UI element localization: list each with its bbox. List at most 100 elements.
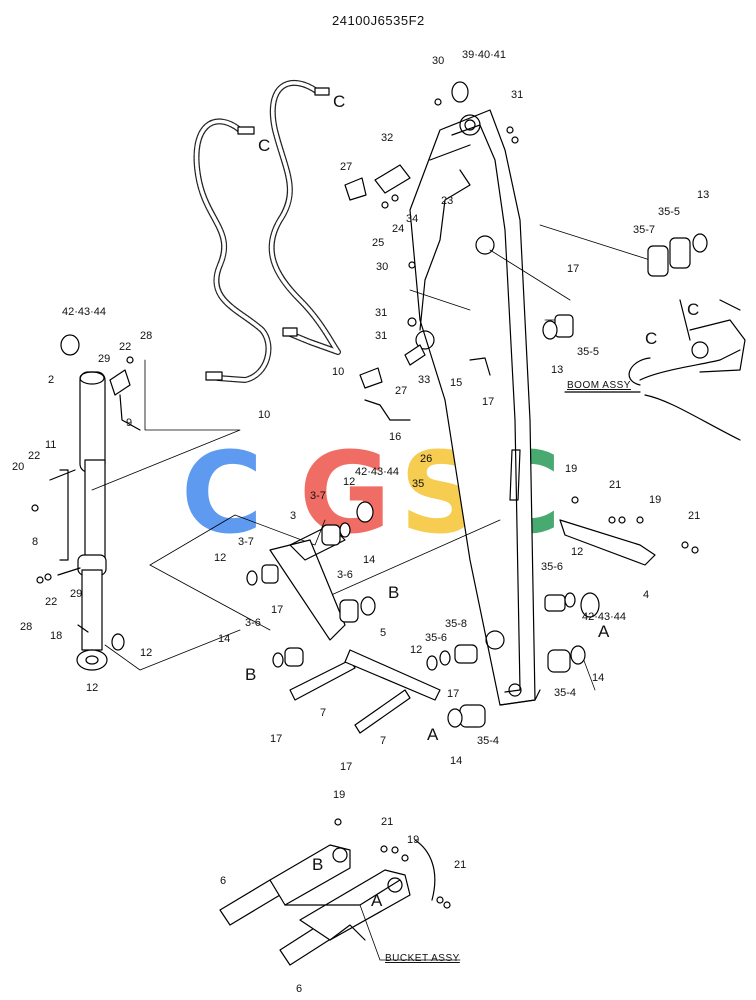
- callout: 30: [432, 55, 445, 67]
- callout: 18: [50, 630, 63, 642]
- callout: 14: [363, 554, 376, 566]
- callout: 31: [375, 330, 388, 342]
- callout: 6: [296, 983, 303, 995]
- callout: 28: [20, 621, 33, 633]
- callout: A: [598, 622, 610, 641]
- callout: 12: [343, 476, 356, 488]
- callout: 35-4: [477, 735, 500, 747]
- callout: 5: [380, 627, 387, 639]
- callout: 17: [482, 396, 495, 408]
- callout: 10: [258, 409, 271, 421]
- callout: C: [687, 300, 700, 319]
- callout: 12: [214, 552, 227, 564]
- callout: 16: [389, 431, 402, 443]
- callout: 27: [395, 385, 408, 397]
- arm-beam: [409, 109, 541, 706]
- callout: 35-6: [541, 561, 564, 573]
- boom-assy-label: BOOM ASSY: [567, 380, 631, 391]
- callout: 12: [140, 647, 153, 659]
- callout: 29: [70, 588, 83, 600]
- callout: 3: [290, 510, 297, 522]
- callout: 17: [567, 263, 580, 275]
- callout: 39·40·41: [462, 49, 507, 61]
- callout: 25: [372, 237, 385, 249]
- callout: 12: [410, 644, 423, 656]
- callout: 4: [643, 589, 650, 601]
- callout: 7: [380, 735, 387, 747]
- callout: A: [371, 891, 383, 910]
- callout: 26: [420, 453, 433, 465]
- fitting-parts: [31, 98, 699, 633]
- drawing-number: 24100J6535F2: [332, 13, 425, 28]
- callout: 22: [45, 596, 58, 608]
- callout: 21: [609, 479, 622, 491]
- callout: 10: [332, 366, 345, 378]
- callout: B: [388, 583, 400, 602]
- callout: A: [427, 725, 439, 744]
- callout: 42·43·44: [355, 466, 400, 478]
- callout: 19: [333, 789, 346, 801]
- callout: 17: [270, 733, 283, 745]
- callout: 35: [412, 478, 425, 490]
- callout: 23: [441, 195, 454, 207]
- callout: 19: [407, 834, 420, 846]
- leader-lines: [91, 224, 651, 691]
- callout: 17: [340, 761, 353, 773]
- callout: 42·43·44: [582, 611, 627, 623]
- callout: 19: [565, 463, 578, 475]
- callout: 13: [551, 364, 564, 376]
- callout: 35-8: [445, 618, 468, 630]
- callout: 30: [376, 261, 389, 273]
- callout: 3-6: [245, 617, 261, 629]
- callout: 33: [418, 374, 431, 386]
- callout: 12: [571, 546, 584, 558]
- callout: 35-4: [554, 687, 577, 699]
- callout: 31: [511, 89, 524, 101]
- callout: 21: [381, 816, 394, 828]
- callout: 22: [28, 450, 41, 462]
- callout: 3-6: [337, 569, 353, 581]
- callout: 8: [32, 536, 39, 548]
- callout: 9: [126, 417, 133, 429]
- callout: 35-6: [425, 632, 448, 644]
- callout: 21: [454, 859, 467, 871]
- callout: 28: [140, 330, 153, 342]
- callout: 17: [447, 688, 460, 700]
- callout: 35-5: [577, 346, 600, 358]
- hydraulic-hose-right: [268, 79, 341, 355]
- boom-cylinder: [76, 371, 108, 671]
- link-parts: [269, 519, 656, 701]
- callout: 11: [45, 439, 57, 451]
- callout: 14: [218, 633, 231, 645]
- callout: B: [312, 855, 324, 874]
- callout: 2: [48, 374, 55, 386]
- bushing-parts: [60, 81, 708, 728]
- callout: 31: [375, 307, 388, 319]
- callout: C: [333, 92, 346, 111]
- callout: 24: [392, 223, 405, 235]
- callout: 19: [649, 494, 662, 506]
- callout: 17: [271, 604, 284, 616]
- callout: 14: [592, 672, 605, 684]
- callout: 3-7: [238, 536, 254, 548]
- callout: 21: [688, 510, 701, 522]
- callout: 35-5: [658, 206, 681, 218]
- callout: 29: [98, 353, 111, 365]
- callout: 27: [340, 161, 353, 173]
- callout: 6: [220, 875, 227, 887]
- bucket-assembly: [269, 818, 461, 961]
- hydraulic-hose-left: [193, 118, 272, 383]
- callout: B: [245, 665, 257, 684]
- callout: 15: [450, 377, 463, 389]
- callout: 14: [450, 755, 463, 767]
- callout: C: [258, 136, 271, 155]
- callout: 35-7: [633, 224, 656, 236]
- callout: 34: [406, 213, 419, 225]
- boom-assembly: [564, 299, 746, 441]
- callout: 13: [697, 189, 710, 201]
- bucket-assy-label: BUCKET ASSY: [385, 953, 460, 964]
- callout: 42·43·44: [62, 306, 107, 318]
- callout: 7: [320, 707, 327, 719]
